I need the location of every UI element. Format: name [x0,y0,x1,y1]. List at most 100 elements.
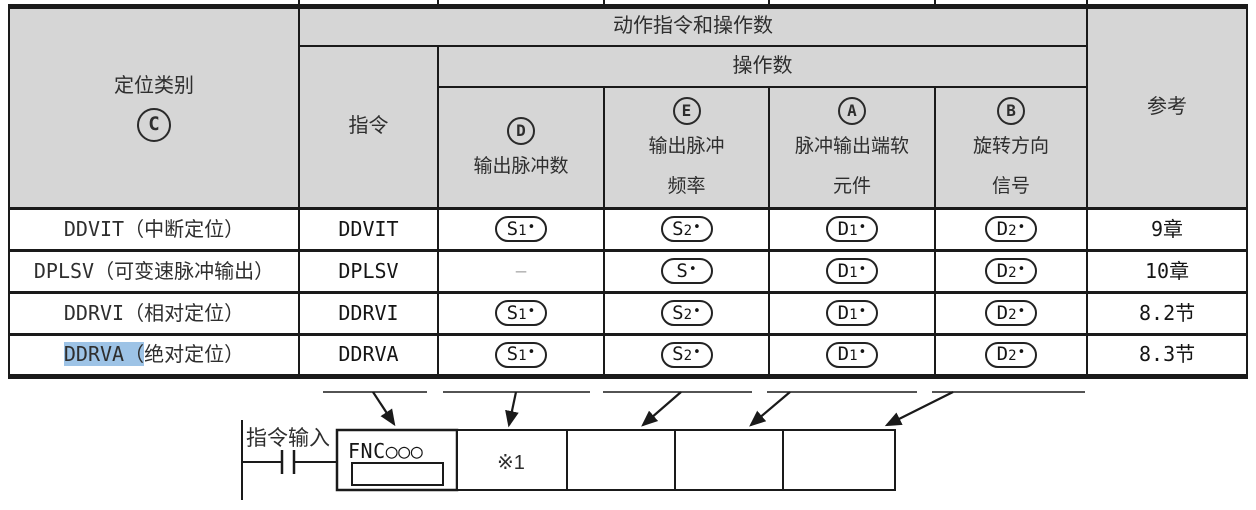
circled-d-icon: D [507,116,535,145]
pill-letter: S [676,259,688,282]
instruction-input-label: 指令输入 [246,427,330,450]
pill-letter: S [506,343,519,365]
pill-index: 1 [849,306,858,323]
operand-d-label: 输出脉冲数 [473,155,569,177]
crop-stub [603,0,605,5]
category-label: 定位类别 [114,74,194,97]
header-operand-b: B 旋转方向 信号 [933,85,1089,209]
operand-e-label: 输出脉冲 [648,135,725,157]
operand-pill: S• [660,258,713,284]
cell-category: DPLSV（可变速脉冲输出） [8,248,300,293]
pill-letter: D [837,259,850,282]
cell-reference: 8.2节 [1086,290,1249,335]
category-text: DDRVI（相对定位） [63,300,245,325]
instruction-spec-table: 定位类别 C 动作指令和操作数 参考 指令 操作数 D 输出脉冲数 E [8,4,1249,379]
category-text: DDVIT（中断定位） [63,216,245,241]
pill-index: 1 [849,264,858,281]
pill-dot: • [688,261,697,277]
pill-index: 2 [683,222,693,239]
arrow-to-operand3-box [749,391,791,427]
pill-dot: • [693,303,701,319]
pill-letter: D [837,217,850,240]
operand-none: – [515,260,527,282]
operand1-box [456,429,568,491]
crop-stub [437,0,439,5]
header-reference: 参考 [1086,5,1249,209]
operand-a-label2: 元件 [832,175,871,197]
operand-a-label: 脉冲输出端软 [794,135,909,157]
pill-index: 2 [1008,306,1017,323]
cell-category: DDRVI（相对定位） [8,290,300,335]
pill-letter: S [672,343,684,365]
pill-dot: • [1017,219,1026,235]
cell-reference: 10章 [1086,248,1249,293]
header-instruction: 指令 [298,44,439,209]
header-category: 定位类别 C [8,5,300,209]
pill-dot: • [1017,303,1026,319]
pill-dot: • [1017,261,1026,277]
instruction-format-boxes [335,428,896,492]
cell-reference: 9章 [1086,206,1249,251]
pill-letter: S [506,217,519,240]
pill-letter: D [837,301,850,324]
note-ref-label: ※1 [497,452,525,474]
header-group-action: 动作指令和操作数 [297,5,1089,47]
circled-c-icon: C [137,107,171,142]
pill-dot: • [527,345,536,360]
circled-e-icon: E [672,96,701,125]
pill-index: 2 [1008,264,1017,281]
pill-dot: • [527,219,536,235]
pill-index: 1 [518,222,527,239]
pill-index: 1 [849,222,858,239]
pill-letter: S [672,217,684,240]
header-operand-a: A 脉冲输出端软 元件 [768,85,936,209]
cell-operand-d: – [437,248,605,293]
selection-highlight: DDRVA（ [63,342,145,366]
cell-category: DDVIT（中断定位） [8,206,300,251]
pill-dot: • [858,303,867,319]
pill-index: 1 [518,306,527,323]
header-operand-d: D 输出脉冲数 [437,85,605,209]
crop-stub [768,0,770,5]
pill-dot: • [858,261,867,277]
pill-letter: D [837,343,850,365]
circled-b-icon: B [997,96,1026,125]
pill-letter: S [672,301,684,324]
arrow-to-operand2-box [641,391,682,427]
pill-dot: • [527,303,536,319]
pill-dot: • [858,219,867,235]
circled-a-icon: A [838,96,866,125]
leader-arrows [372,391,954,428]
cell-operand-e: S• [603,248,770,293]
cell-reference: 8.3节 [1086,332,1249,377]
crop-stub [1086,0,1088,5]
header-operand-e: E 输出脉冲 频率 [603,85,770,209]
pill-index: 1 [518,348,527,364]
header-group-operands: 操作数 [436,44,1089,88]
pill-letter: D [996,343,1009,365]
pill-index: 2 [683,348,693,364]
cell-instruction: DDRVA [298,332,439,377]
pill-dot: • [1017,345,1026,360]
category-text: DPLSV（可变速脉冲输出） [33,258,275,283]
pill-letter: D [996,217,1009,240]
